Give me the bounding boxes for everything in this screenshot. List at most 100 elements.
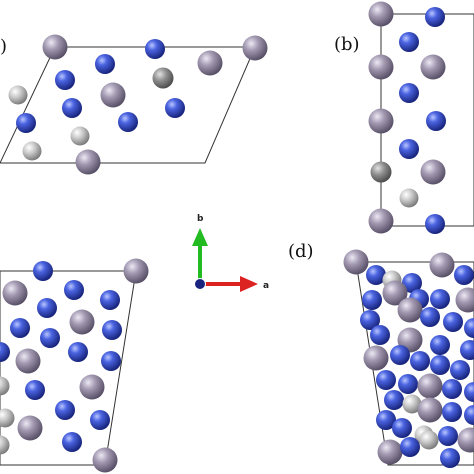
panel-b-blue-atom — [399, 139, 419, 159]
panel-a-blue-atom — [145, 39, 165, 59]
panel-d-purple-atom — [382, 280, 408, 306]
panel-b-silver-atom — [399, 188, 419, 208]
panel-d-blue-atom — [400, 437, 420, 457]
panel-d-purple-atom — [429, 252, 455, 278]
panel-a-blue-atom — [118, 112, 138, 132]
panel-c-blue-atom — [0, 342, 10, 362]
panel-a-atoms — [8, 34, 268, 175]
panel-c-blue-atom — [90, 410, 110, 430]
panel-a-label: ) — [0, 36, 7, 57]
panel-d-blue-atom — [360, 310, 380, 330]
panel-a-silver-atom — [22, 141, 42, 161]
panel-c-blue-atom — [37, 298, 57, 318]
panel-d-blue-atom — [464, 382, 474, 402]
panel-c-blue-atom — [101, 351, 121, 371]
panel-d-label: (d) — [288, 241, 314, 262]
panel-c-blue-atom — [55, 400, 75, 420]
panel-d-blue-atom — [390, 345, 410, 365]
panel-c-blue-atom — [68, 342, 88, 362]
panel-d-purple-atom — [457, 427, 474, 453]
panel-d-silver-atom — [419, 430, 439, 450]
panel-c-purple-atom — [15, 348, 41, 374]
panel-d-blue-atom — [402, 273, 422, 293]
panel-b-atoms — [368, 1, 446, 234]
panel-a-purple-atom — [100, 82, 126, 108]
b-axis-label: b — [197, 214, 204, 224]
panel-b-purple-atom — [368, 1, 394, 27]
panel-d-atoms — [343, 249, 474, 468]
panel-d-blue-atom — [430, 355, 450, 375]
panel-b-grey-atom — [370, 161, 392, 183]
panel-b-blue-atom — [399, 32, 419, 52]
panel-d-blue-atom — [464, 318, 474, 338]
panel-d-purple-atom — [377, 439, 403, 465]
panel-c-purple-atom — [2, 280, 28, 306]
panel-d-structure: (d) — [288, 241, 474, 468]
b-axis-arrow-head — [192, 228, 208, 246]
panel-a-purple-atom — [75, 149, 101, 175]
panel-a-blue-atom — [62, 98, 82, 118]
axis-indicator: b a — [192, 214, 269, 292]
panel-d-purple-atom — [343, 249, 369, 275]
panel-d-blue-atom — [438, 426, 458, 446]
panel-b-purple-atom — [368, 208, 394, 234]
panel-c-purple-atom — [79, 374, 105, 400]
panel-b-blue-atom — [426, 111, 446, 131]
panel-a-structure: ) — [0, 34, 268, 175]
panel-d-blue-atom — [430, 289, 450, 309]
panel-d-blue-atom — [450, 360, 470, 380]
panel-d-purple-atom — [363, 345, 389, 371]
panel-d-blue-atom — [460, 340, 474, 360]
panel-a-grey-atom — [152, 67, 174, 89]
panel-a-silver-atom — [70, 126, 90, 146]
panel-c-silver-atom — [0, 408, 15, 428]
panel-b-purple-atom — [368, 54, 394, 80]
panel-c-purple-atom — [92, 447, 118, 473]
panel-c-structure — [0, 258, 149, 473]
panel-c-silver-atom — [0, 435, 10, 455]
panel-b-blue-atom — [399, 83, 419, 103]
panel-d-blue-atom — [366, 265, 386, 285]
panel-a-purple-atom — [42, 34, 68, 60]
panel-d-blue-atom — [430, 335, 450, 355]
panel-c-purple-atom — [69, 309, 95, 335]
panel-d-blue-atom — [410, 351, 430, 371]
panel-a-blue-atom — [16, 113, 36, 133]
panel-c-blue-atom — [40, 328, 60, 348]
panel-c-blue-atom — [62, 432, 82, 452]
panel-b-label: (b) — [334, 34, 360, 55]
panel-c-blue-atom — [102, 320, 122, 340]
panel-b-blue-atom — [425, 214, 445, 234]
panel-d-blue-atom — [384, 390, 404, 410]
panel-b-purple-atom — [420, 159, 446, 185]
panel-d-silver-atom — [402, 394, 422, 414]
panel-c-purple-atom — [17, 415, 43, 441]
panel-a-silver-atom — [8, 85, 28, 105]
panel-a-purple-atom — [197, 50, 223, 76]
panel-c-atoms — [0, 258, 149, 473]
a-axis-label: a — [263, 281, 269, 291]
panel-c-blue-atom — [10, 318, 30, 338]
panel-d-blue-atom — [392, 418, 412, 438]
panel-d-blue-atom — [464, 405, 474, 425]
panel-d-blue-atom — [420, 307, 440, 327]
panel-a-blue-atom — [95, 54, 115, 74]
panel-b-purple-atom — [420, 54, 446, 80]
panel-d-blue-atom — [443, 312, 463, 332]
panel-d-blue-atom — [376, 370, 396, 390]
panel-c-blue-atom — [25, 380, 45, 400]
panel-d-blue-atom — [440, 448, 460, 468]
panel-d-purple-atom — [417, 397, 443, 423]
panel-d-blue-atom — [362, 290, 382, 310]
panel-c-blue-atom — [33, 261, 53, 281]
panel-c-blue-atom — [100, 290, 120, 310]
panel-d-purple-atom — [455, 287, 474, 313]
panel-d-blue-atom — [370, 325, 390, 345]
panel-d-blue-atom — [442, 379, 462, 399]
a-axis-arrow-head — [240, 276, 258, 292]
panel-d-blue-atom — [454, 265, 474, 285]
panel-c-silver-atom — [0, 376, 10, 396]
panel-b-purple-atom — [368, 108, 394, 134]
panel-a-purple-atom — [242, 35, 268, 61]
